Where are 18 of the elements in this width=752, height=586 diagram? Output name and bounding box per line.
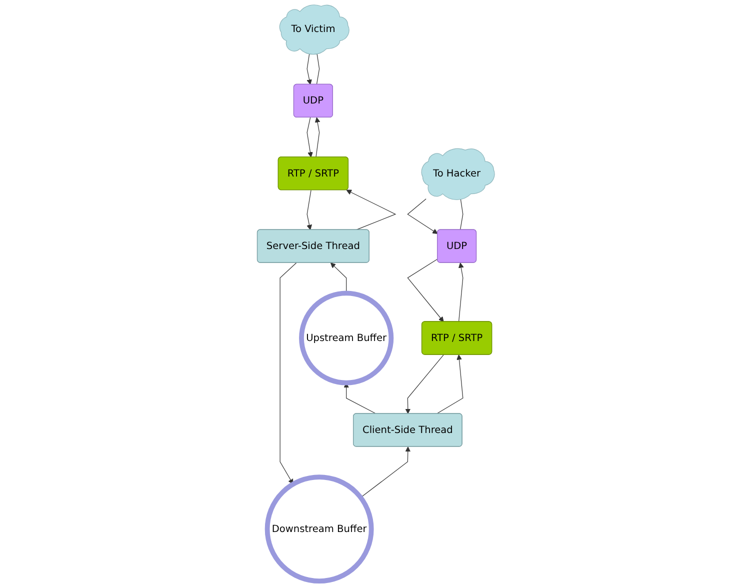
node-circle: Upstream Buffer [299,290,394,386]
arrow [407,198,438,234]
arrow [306,53,312,85]
arrow [330,262,347,294]
arrow [314,117,320,158]
arrow [280,262,297,484]
connector [460,198,464,230]
arrow [407,258,444,322]
arrow [344,382,377,414]
connector [316,53,320,85]
arrow [306,117,314,158]
arrow [436,354,464,414]
arrow [405,354,444,414]
arrow [306,190,312,230]
arrow [458,262,464,322]
arrow [360,446,411,498]
arrow [346,190,396,230]
node-circle: Downstream Buffer [264,474,374,584]
